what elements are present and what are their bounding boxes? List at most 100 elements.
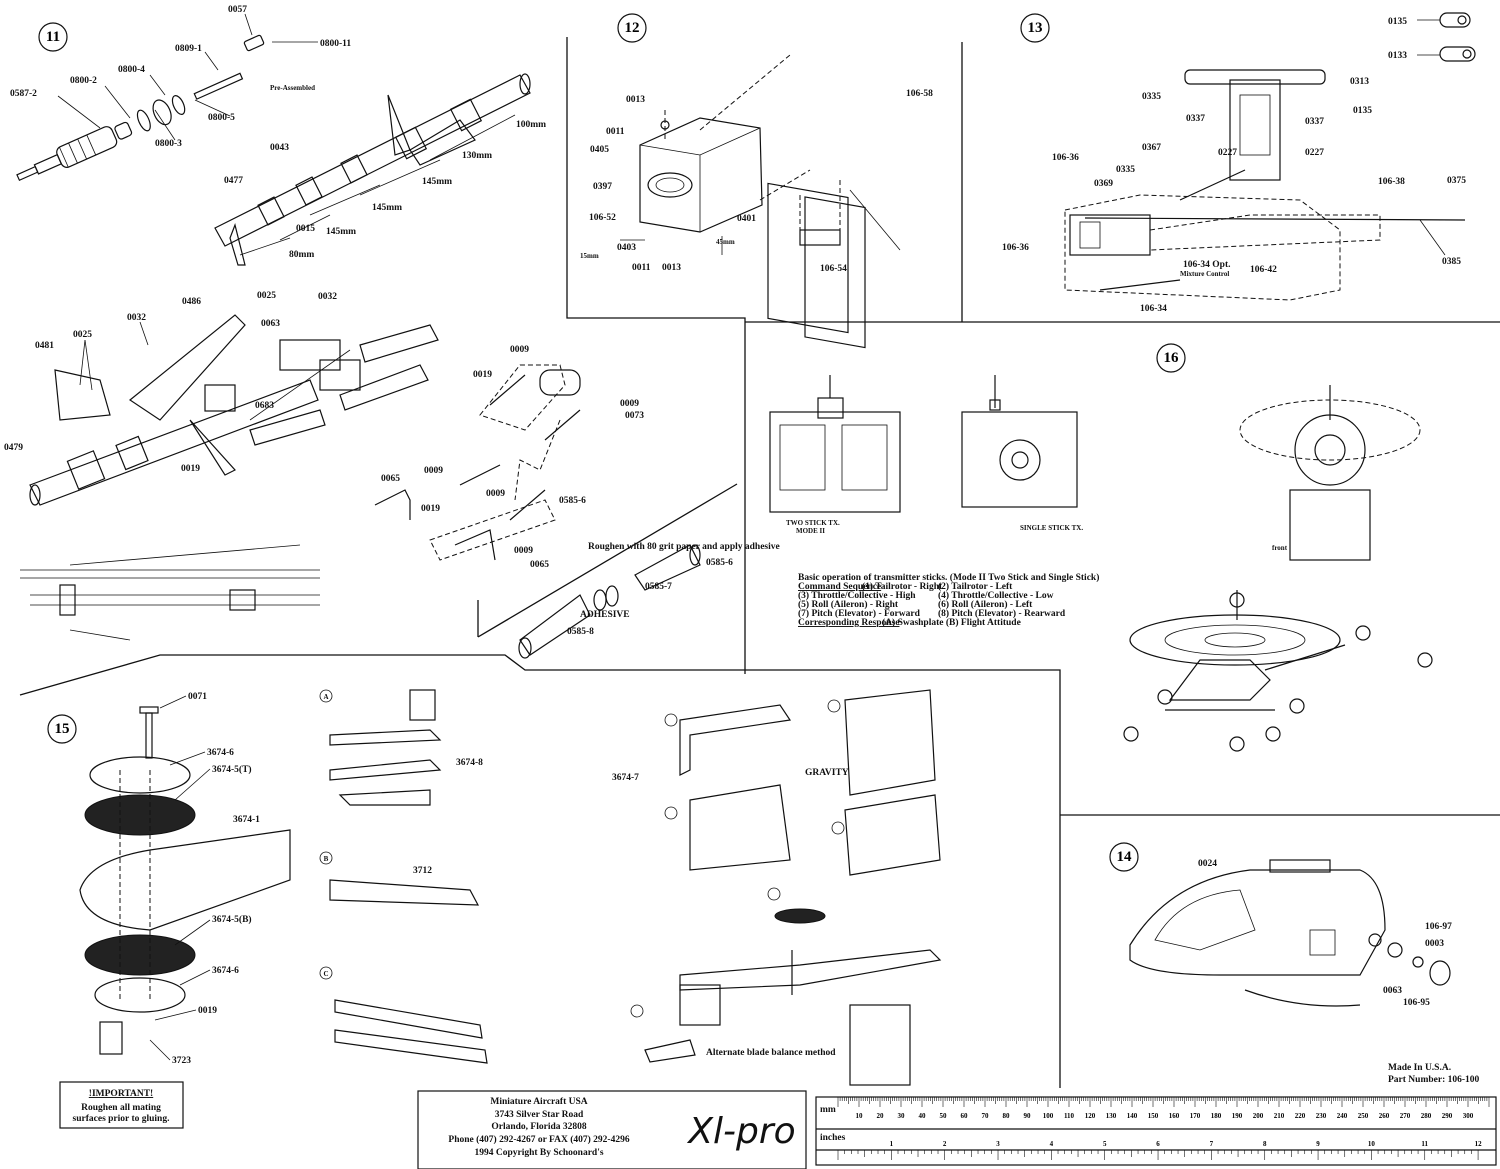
inch-tick-label: 12 bbox=[1475, 1140, 1483, 1148]
xl-pro-logo: Xl-pro bbox=[686, 1111, 795, 1152]
svg-text:0397: 0397 bbox=[593, 182, 612, 192]
svg-text:145mm: 145mm bbox=[372, 203, 402, 213]
svg-text:0385: 0385 bbox=[1442, 257, 1461, 267]
svg-text:0065: 0065 bbox=[381, 474, 400, 484]
svg-text:surfaces prior to gluing.: surfaces prior to gluing. bbox=[73, 1114, 170, 1124]
svg-text:0024: 0024 bbox=[1198, 859, 1217, 869]
mm-tick-label: 70 bbox=[982, 1112, 990, 1120]
svg-text:0073: 0073 bbox=[625, 411, 644, 421]
svg-text:0009: 0009 bbox=[486, 489, 505, 499]
tail-rotor-labels: 0486 0025 0032 0032 0025 0063 0481 0479 … bbox=[4, 291, 337, 474]
svg-text:GRAVITY: GRAVITY bbox=[805, 768, 849, 778]
svg-text:inches: inches bbox=[820, 1133, 846, 1143]
svg-text:0065: 0065 bbox=[530, 560, 549, 570]
svg-text:1994 Copyright By Schoonard's: 1994 Copyright By Schoonard's bbox=[474, 1148, 603, 1158]
svg-text:0043: 0043 bbox=[270, 143, 289, 153]
canopy-labels: 0024 106-97 0003 0063 106-95 bbox=[1198, 859, 1452, 1008]
mm-tick-label: 200 bbox=[1253, 1112, 1264, 1120]
mm-tick-label: 170 bbox=[1190, 1112, 1201, 1120]
svg-text:0009: 0009 bbox=[510, 345, 529, 355]
svg-text:0585-6: 0585-6 bbox=[559, 496, 586, 506]
svg-text:0032: 0032 bbox=[127, 313, 146, 323]
rotor-head-labels: 0135 0133 0313 0335 0135 0337 0337 0227 … bbox=[1002, 17, 1466, 314]
tail-boom-labels: 0057 0809-1 0800-11 0800-4 0800-2 0587-2… bbox=[10, 5, 546, 260]
svg-text:0369: 0369 bbox=[1094, 179, 1113, 189]
svg-text:106-95: 106-95 bbox=[1403, 998, 1430, 1008]
svg-text:0403: 0403 bbox=[617, 243, 636, 253]
svg-text:3674-7: 3674-7 bbox=[612, 773, 639, 783]
inch-tick-label: 4 bbox=[1050, 1140, 1054, 1148]
linkage-labels: 0009 0019 0009 0073 0065 0009 0019 0009 … bbox=[381, 345, 780, 637]
mm-tick-label: 270 bbox=[1400, 1112, 1411, 1120]
svg-text:(4) Throttle/Collective - Low: (4) Throttle/Collective - Low bbox=[938, 590, 1054, 601]
blade-hardware-drawing bbox=[79, 706, 291, 1055]
svg-text:0401: 0401 bbox=[737, 214, 756, 224]
svg-text:0809-1: 0809-1 bbox=[175, 44, 202, 54]
linkage-drawing bbox=[374, 364, 701, 659]
svg-text:3723: 3723 bbox=[172, 1056, 191, 1066]
svg-text:C: C bbox=[323, 970, 328, 978]
svg-text:(1) Tailrotor - Right: (1) Tailrotor - Right bbox=[862, 581, 943, 592]
svg-text:0071: 0071 bbox=[188, 692, 207, 702]
svg-text:mm: mm bbox=[820, 1105, 836, 1115]
svg-text:0011: 0011 bbox=[606, 127, 625, 137]
svg-text:106-97: 106-97 bbox=[1425, 922, 1452, 932]
svg-text:12: 12 bbox=[625, 20, 640, 36]
rotor-head-drawing bbox=[1064, 12, 1476, 301]
svg-text:0009: 0009 bbox=[514, 546, 533, 556]
svg-text:0227: 0227 bbox=[1218, 148, 1237, 158]
svg-text:0313: 0313 bbox=[1350, 77, 1369, 87]
mm-tick-label: 180 bbox=[1211, 1112, 1222, 1120]
section-13-badge: 13 bbox=[1020, 13, 1050, 43]
svg-text:Alternate blade balance method: Alternate blade balance method bbox=[706, 1048, 836, 1058]
svg-text:0019: 0019 bbox=[181, 464, 200, 474]
svg-text:106-36: 106-36 bbox=[1002, 243, 1029, 253]
svg-text:(8) Pitch (Elevator) - Rearwar: (8) Pitch (Elevator) - Rearward bbox=[938, 608, 1066, 619]
svg-text:106-34 Opt.: 106-34 Opt. bbox=[1183, 260, 1231, 270]
svg-text:106-52: 106-52 bbox=[589, 213, 616, 223]
svg-text:0800-5: 0800-5 bbox=[208, 113, 235, 123]
mm-tick-label: 250 bbox=[1358, 1112, 1369, 1120]
svg-text:A: A bbox=[323, 693, 328, 701]
svg-text:0587-2: 0587-2 bbox=[10, 89, 37, 99]
svg-text:0683: 0683 bbox=[255, 401, 274, 411]
boom-strut-drawing bbox=[20, 544, 320, 641]
mm-tick-label: 60 bbox=[961, 1112, 969, 1120]
svg-text:0800-11: 0800-11 bbox=[320, 39, 351, 49]
svg-text:0477: 0477 bbox=[224, 176, 243, 186]
svg-text:SINGLE STICK TX.: SINGLE STICK TX. bbox=[1020, 524, 1083, 532]
svg-text:0135: 0135 bbox=[1353, 106, 1372, 116]
svg-text:0585-8: 0585-8 bbox=[567, 627, 594, 637]
svg-text:0057: 0057 bbox=[228, 5, 247, 15]
svg-text:13: 13 bbox=[1028, 20, 1043, 36]
tail-rotor-drawing bbox=[29, 314, 439, 506]
canopy-drawing bbox=[1129, 859, 1451, 1007]
svg-text:3674-5(T): 3674-5(T) bbox=[212, 764, 252, 775]
mm-tick-label: 150 bbox=[1148, 1112, 1159, 1120]
svg-text:Mixture Control: Mixture Control bbox=[1180, 270, 1229, 278]
inch-tick-label: 11 bbox=[1421, 1140, 1428, 1148]
svg-text:106-36: 106-36 bbox=[1052, 153, 1079, 163]
svg-text:0015: 0015 bbox=[296, 224, 315, 234]
svg-text:15mm: 15mm bbox=[580, 252, 599, 260]
mm-tick-label: 50 bbox=[940, 1112, 948, 1120]
svg-text:0013: 0013 bbox=[662, 263, 681, 273]
svg-text:3712: 3712 bbox=[413, 866, 432, 876]
svg-text:Made In U.S.A.: Made In U.S.A. bbox=[1388, 1063, 1451, 1073]
svg-text:0011: 0011 bbox=[632, 263, 651, 273]
company-info: Miniature Aircraft USA 3743 Silver Star … bbox=[417, 1090, 807, 1169]
mm-tick-label: 30 bbox=[898, 1112, 906, 1120]
svg-text:0405: 0405 bbox=[590, 145, 609, 155]
svg-text:TWO STICK TX.: TWO STICK TX. bbox=[786, 519, 840, 527]
inch-tick-label: 3 bbox=[996, 1140, 1000, 1148]
mm-tick-label: 190 bbox=[1232, 1112, 1243, 1120]
svg-text:11: 11 bbox=[46, 29, 60, 45]
svg-text:0133: 0133 bbox=[1388, 51, 1407, 61]
svg-text:0019: 0019 bbox=[421, 504, 440, 514]
inch-tick-label: 7 bbox=[1210, 1140, 1214, 1148]
section-16-badge: 16 bbox=[1156, 343, 1186, 373]
inch-tick-marks bbox=[837, 1150, 1479, 1160]
svg-text:106-58: 106-58 bbox=[906, 89, 933, 99]
